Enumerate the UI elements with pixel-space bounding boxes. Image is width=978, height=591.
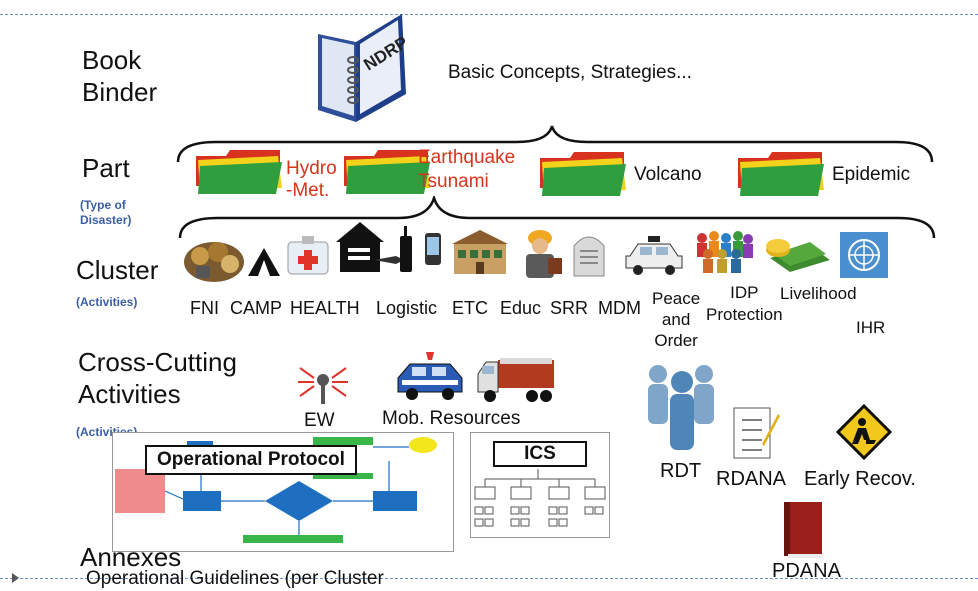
cross-label-ew: EW [304,410,335,431]
right-label-pdana: PDANA [772,560,841,582]
top-dashed-rule [0,14,978,15]
team-people-icon [642,360,722,452]
early-warning-icon [296,362,350,406]
ics-title: ICS [493,441,587,467]
phone-icon [424,232,442,266]
annexes-sub-label: Operational Guidelines (per Cluster [86,568,384,589]
crowd-icon [694,230,754,274]
right-label-rdana: RDANA [716,468,787,490]
level-cross-cutting-label: Cross-Cutting Activities [78,347,237,409]
part-folder-epidemic [738,152,824,196]
cross-label-mob: Mob. Resources [382,408,521,429]
right-label-rdt: RDT [660,460,702,482]
part-label-volcano: Volcano [634,164,702,185]
cluster-label-fni: FNI [190,298,219,318]
cluster-brace [178,196,936,239]
level-cluster-sub: (Activities) [76,295,138,309]
part-label-hydromet: Hydro -Met. [286,158,337,201]
bottom-dashed-rule [0,578,978,579]
cluster-label-health: HEALTH [290,298,360,318]
part-label-earthquake: Earthquake Tsunami [418,147,516,192]
food-icon [182,232,246,284]
cluster-label-etc: ETC [452,298,488,318]
grave-icon [568,232,610,278]
level-book-binder-label: Book Binder [82,45,158,107]
book-binder-icon: NDRP [306,14,416,124]
road-work-sign-icon [836,404,892,460]
police-car-icon [624,236,684,276]
cluster-label-ihr: IHR [856,318,886,337]
cluster-label-livelihood: Livelihood [780,284,857,303]
part-brace [176,125,934,163]
operational-protocol-chart: Operational Protocol [112,432,454,552]
binder-description: Basic Concepts, Strategies... [448,62,692,83]
cluster-label-peace-order: Peace and Order [652,289,701,350]
cluster-label-idp: IDP Protection [706,283,783,324]
logistics-icon [334,220,418,280]
level-cluster-label: Cluster [76,255,159,285]
slide-marker-icon [12,573,19,583]
part-folder-earthquake [344,150,430,194]
first-aid-icon [286,236,330,276]
cluster-label-logistic: Logistic [376,298,438,318]
part-folder-hydromet [196,150,282,194]
rescuer-icon [516,228,566,280]
level-part-label: Part [82,153,130,183]
un-emblem-icon [840,232,888,278]
red-book-icon [780,500,826,560]
tent-icon [246,246,282,278]
part-folder-volcano [540,152,626,196]
right-label-early-recov: Early Recov. [804,468,916,490]
money-icon [760,236,832,276]
police-vehicle-icon [394,352,466,400]
school-icon [448,228,512,276]
checklist-icon [732,404,780,462]
ics-org-chart: ICS [470,432,610,538]
level-part-sub: (Type of Disaster) [80,198,132,227]
truck-icon [476,352,556,404]
part-label-epidemic: Epidemic [832,164,911,185]
cluster-label-educ: Educ [500,298,542,318]
cluster-label-camp: CAMP [230,298,283,318]
cluster-label-srr: SRR [550,298,589,318]
operational-protocol-title: Operational Protocol [145,445,357,475]
cluster-label-mdm: MDM [598,298,641,318]
